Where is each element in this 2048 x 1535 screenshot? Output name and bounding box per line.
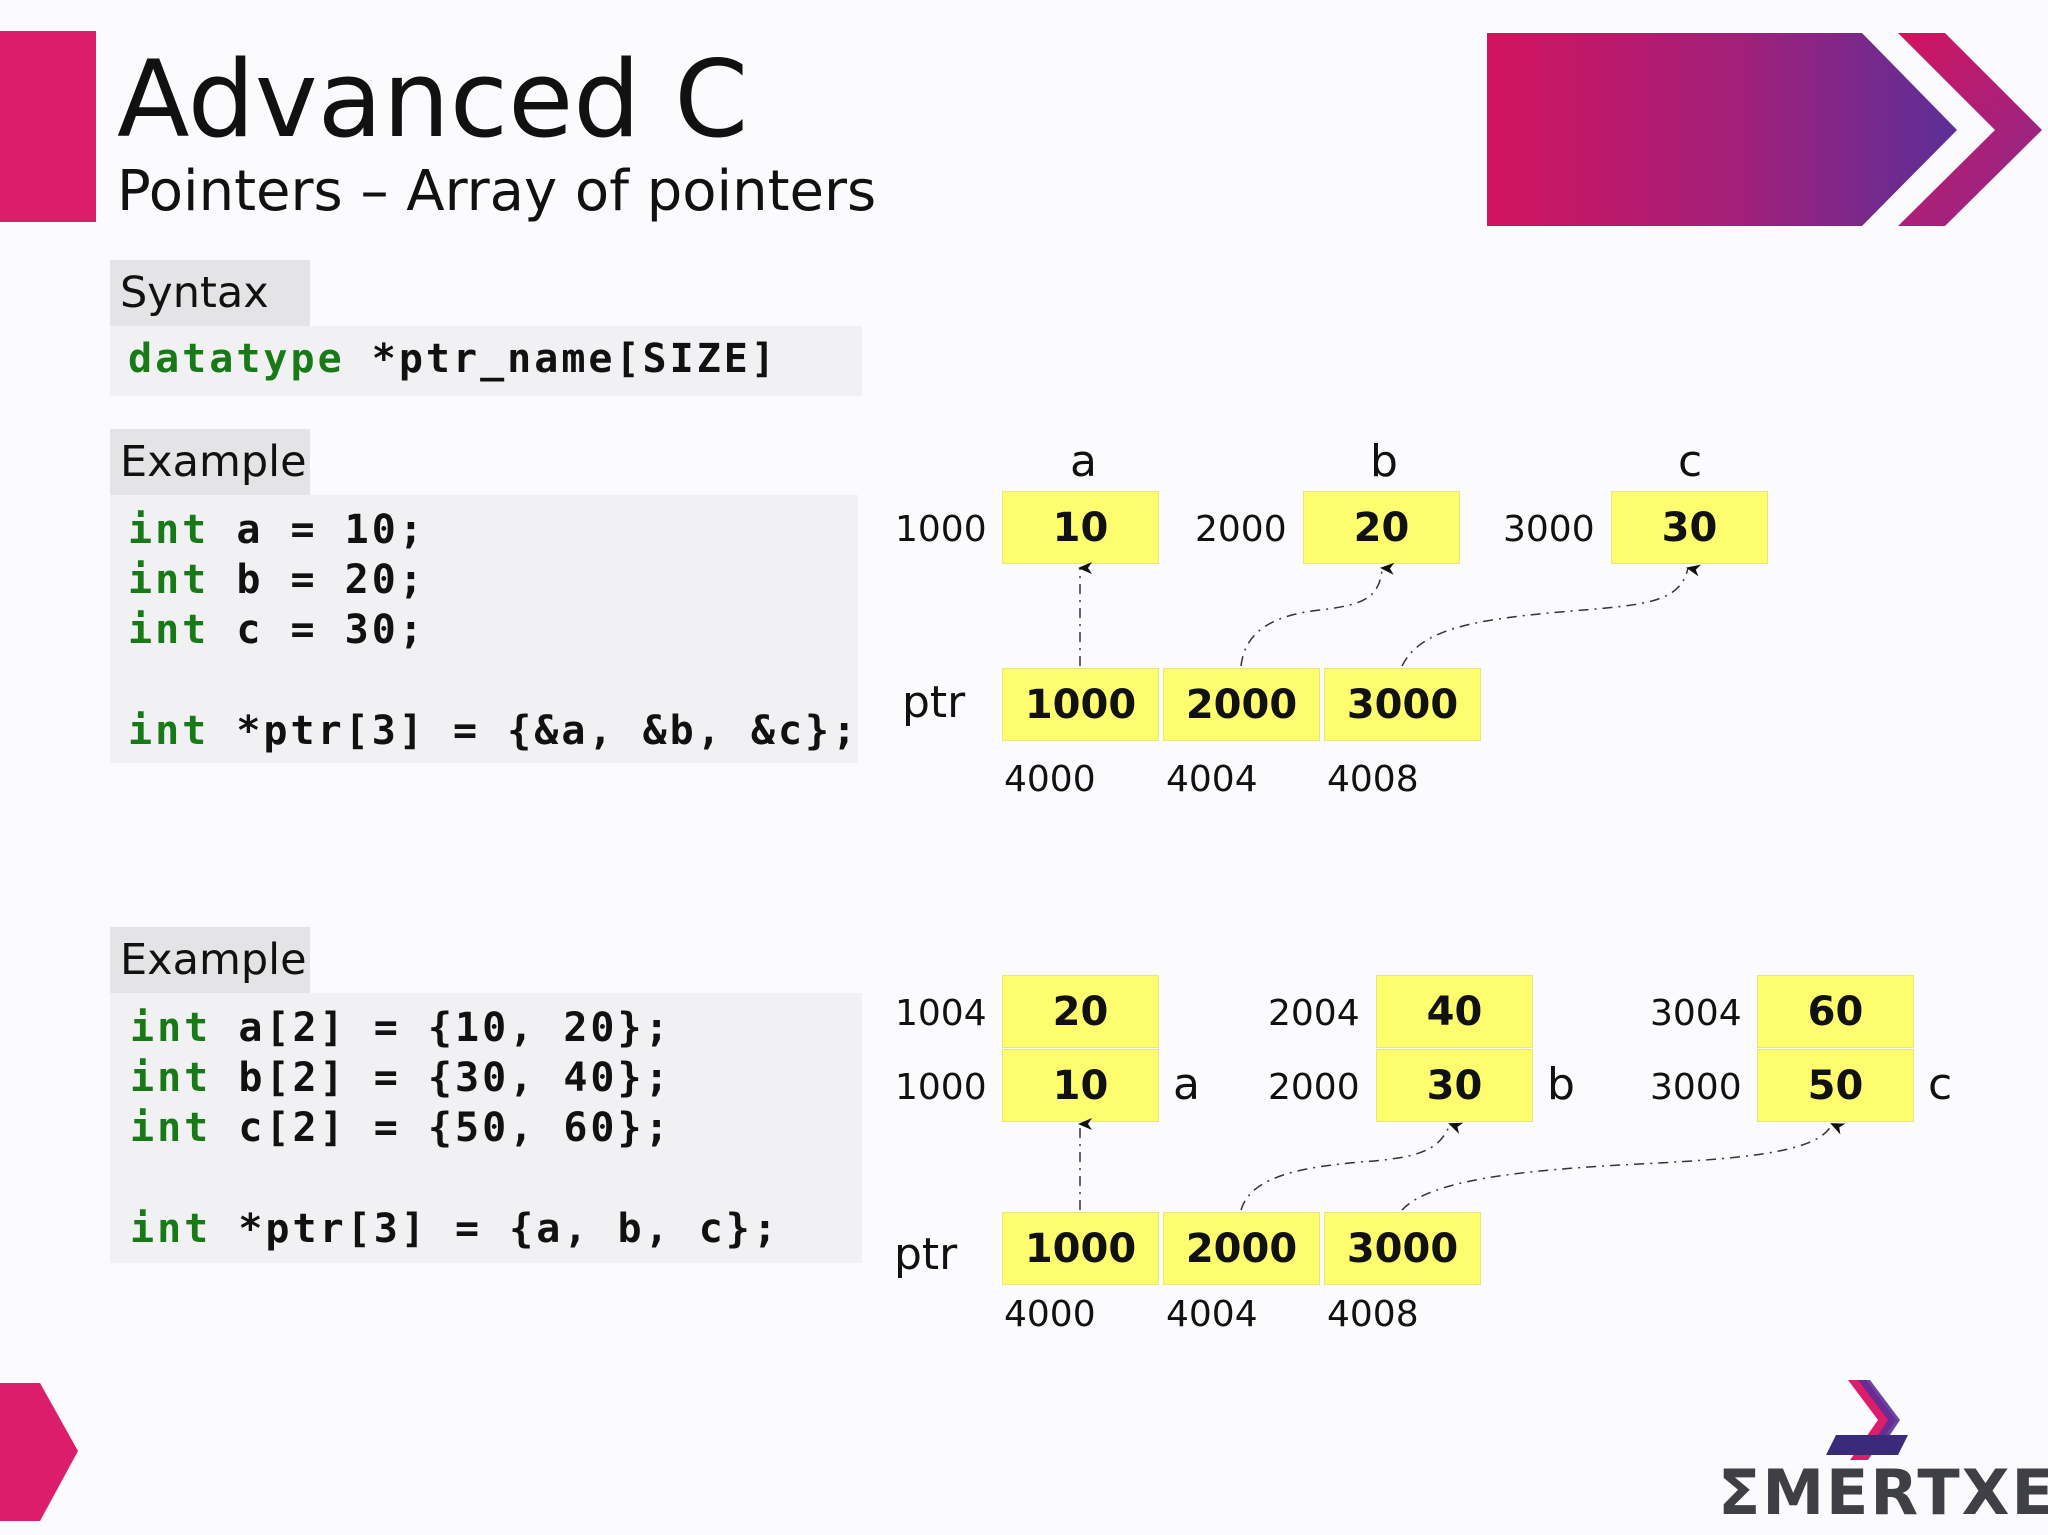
syntax-rest: *ptr_name[SIZE] [344,336,778,382]
arr-c-addr-top: 3004 [1650,993,1742,1034]
ptr2-cell-1: 2000 [1163,1212,1320,1285]
ptr1-cell-1: 2000 [1163,668,1320,741]
var-cell-b: 20 [1303,491,1460,564]
ptr1-cell-0: 1000 [1002,668,1159,741]
syntax-keyword: datatype [128,336,345,382]
ptr2-addr-0: 4000 [1004,1294,1096,1335]
var-name-a: a [1070,436,1097,487]
syntax-code: datatype *ptr_name[SIZE] [128,334,778,384]
arr-b-addr-bottom: 2000 [1268,1067,1360,1108]
syntax-code-box [110,326,862,396]
var-cell-a: 10 [1002,491,1159,564]
arr-a-addr-bottom: 1000 [895,1067,987,1108]
var-name-c: c [1678,436,1703,487]
arr-a-addr-top: 1004 [895,993,987,1034]
ptr1-addr-0: 4000 [1004,759,1096,800]
var-name-b: b [1370,436,1398,487]
example2-line-4: int *ptr[3] = {a, b, c}; [130,1206,780,1252]
example1-label: Example [110,429,310,495]
example2-code-box [110,993,862,1263]
example2-label: Example [110,927,310,993]
arr-b-name: b [1547,1059,1575,1110]
example1-line-1: int a = 10; [128,507,426,553]
ptr-label-1: ptr [902,677,966,728]
arrow-ptr1-to-b [1240,562,1395,667]
arrow-ptr2-to-arr-c [1401,1123,1846,1211]
example1-code-box [110,495,858,763]
var-cell-c: 30 [1611,491,1768,564]
header-chevron-banner [1487,33,2042,226]
example1-line-2: int b = 20; [128,557,426,603]
var-addr-b: 2000 [1195,509,1287,550]
arr-c-addr-bottom: 3000 [1650,1067,1742,1108]
logo-text: ΣMERTXE [1718,1456,2048,1529]
header-accent-bar [0,31,96,222]
var-addr-c: 3000 [1503,509,1595,550]
arrow-ptr2-to-c [1401,564,1702,667]
ptr-label-2: ptr [894,1229,958,1280]
arr-c-cell-top: 60 [1757,975,1914,1048]
ptr2-addr-2: 4008 [1327,1294,1419,1335]
example1-line-3: int c = 30; [128,607,426,653]
example2-line-3: int c[2] = {50, 60}; [130,1105,672,1151]
ptr1-addr-1: 4004 [1166,759,1258,800]
arr-c-cell-bottom: 50 [1757,1049,1914,1122]
ptr2-cell-0: 1000 [1002,1212,1159,1285]
ptr1-cell-2: 3000 [1324,668,1481,741]
syntax-label: Syntax [110,260,310,326]
page-subtitle: Pointers – Array of pointers [117,159,877,224]
example1-line-4: int *ptr[3] = {&a, &b, &c}; [128,708,860,754]
arr-b-cell-top: 40 [1376,975,1533,1048]
example2-line-1: int a[2] = {10, 20}; [130,1005,672,1051]
arr-a-cell-top: 20 [1002,975,1159,1048]
emertxe-logo: ΣMERTXE [1718,1375,2048,1525]
ptr2-cell-2: 3000 [1324,1212,1481,1285]
arrow-ptr1-to-arr-b [1240,1122,1464,1211]
logo-mark-icon [1826,1380,1908,1460]
arr-a-name: a [1173,1059,1200,1110]
example2-line-2: int b[2] = {30, 40}; [130,1055,672,1101]
arr-a-cell-bottom: 10 [1002,1049,1159,1122]
ptr2-addr-1: 4004 [1166,1294,1258,1335]
arr-b-addr-top: 2004 [1268,993,1360,1034]
arr-c-name: c [1928,1059,1953,1110]
var-addr-a: 1000 [895,509,987,550]
ptr1-addr-2: 4008 [1327,759,1419,800]
page-title: Advanced C [117,38,749,161]
arr-b-cell-bottom: 30 [1376,1049,1533,1122]
